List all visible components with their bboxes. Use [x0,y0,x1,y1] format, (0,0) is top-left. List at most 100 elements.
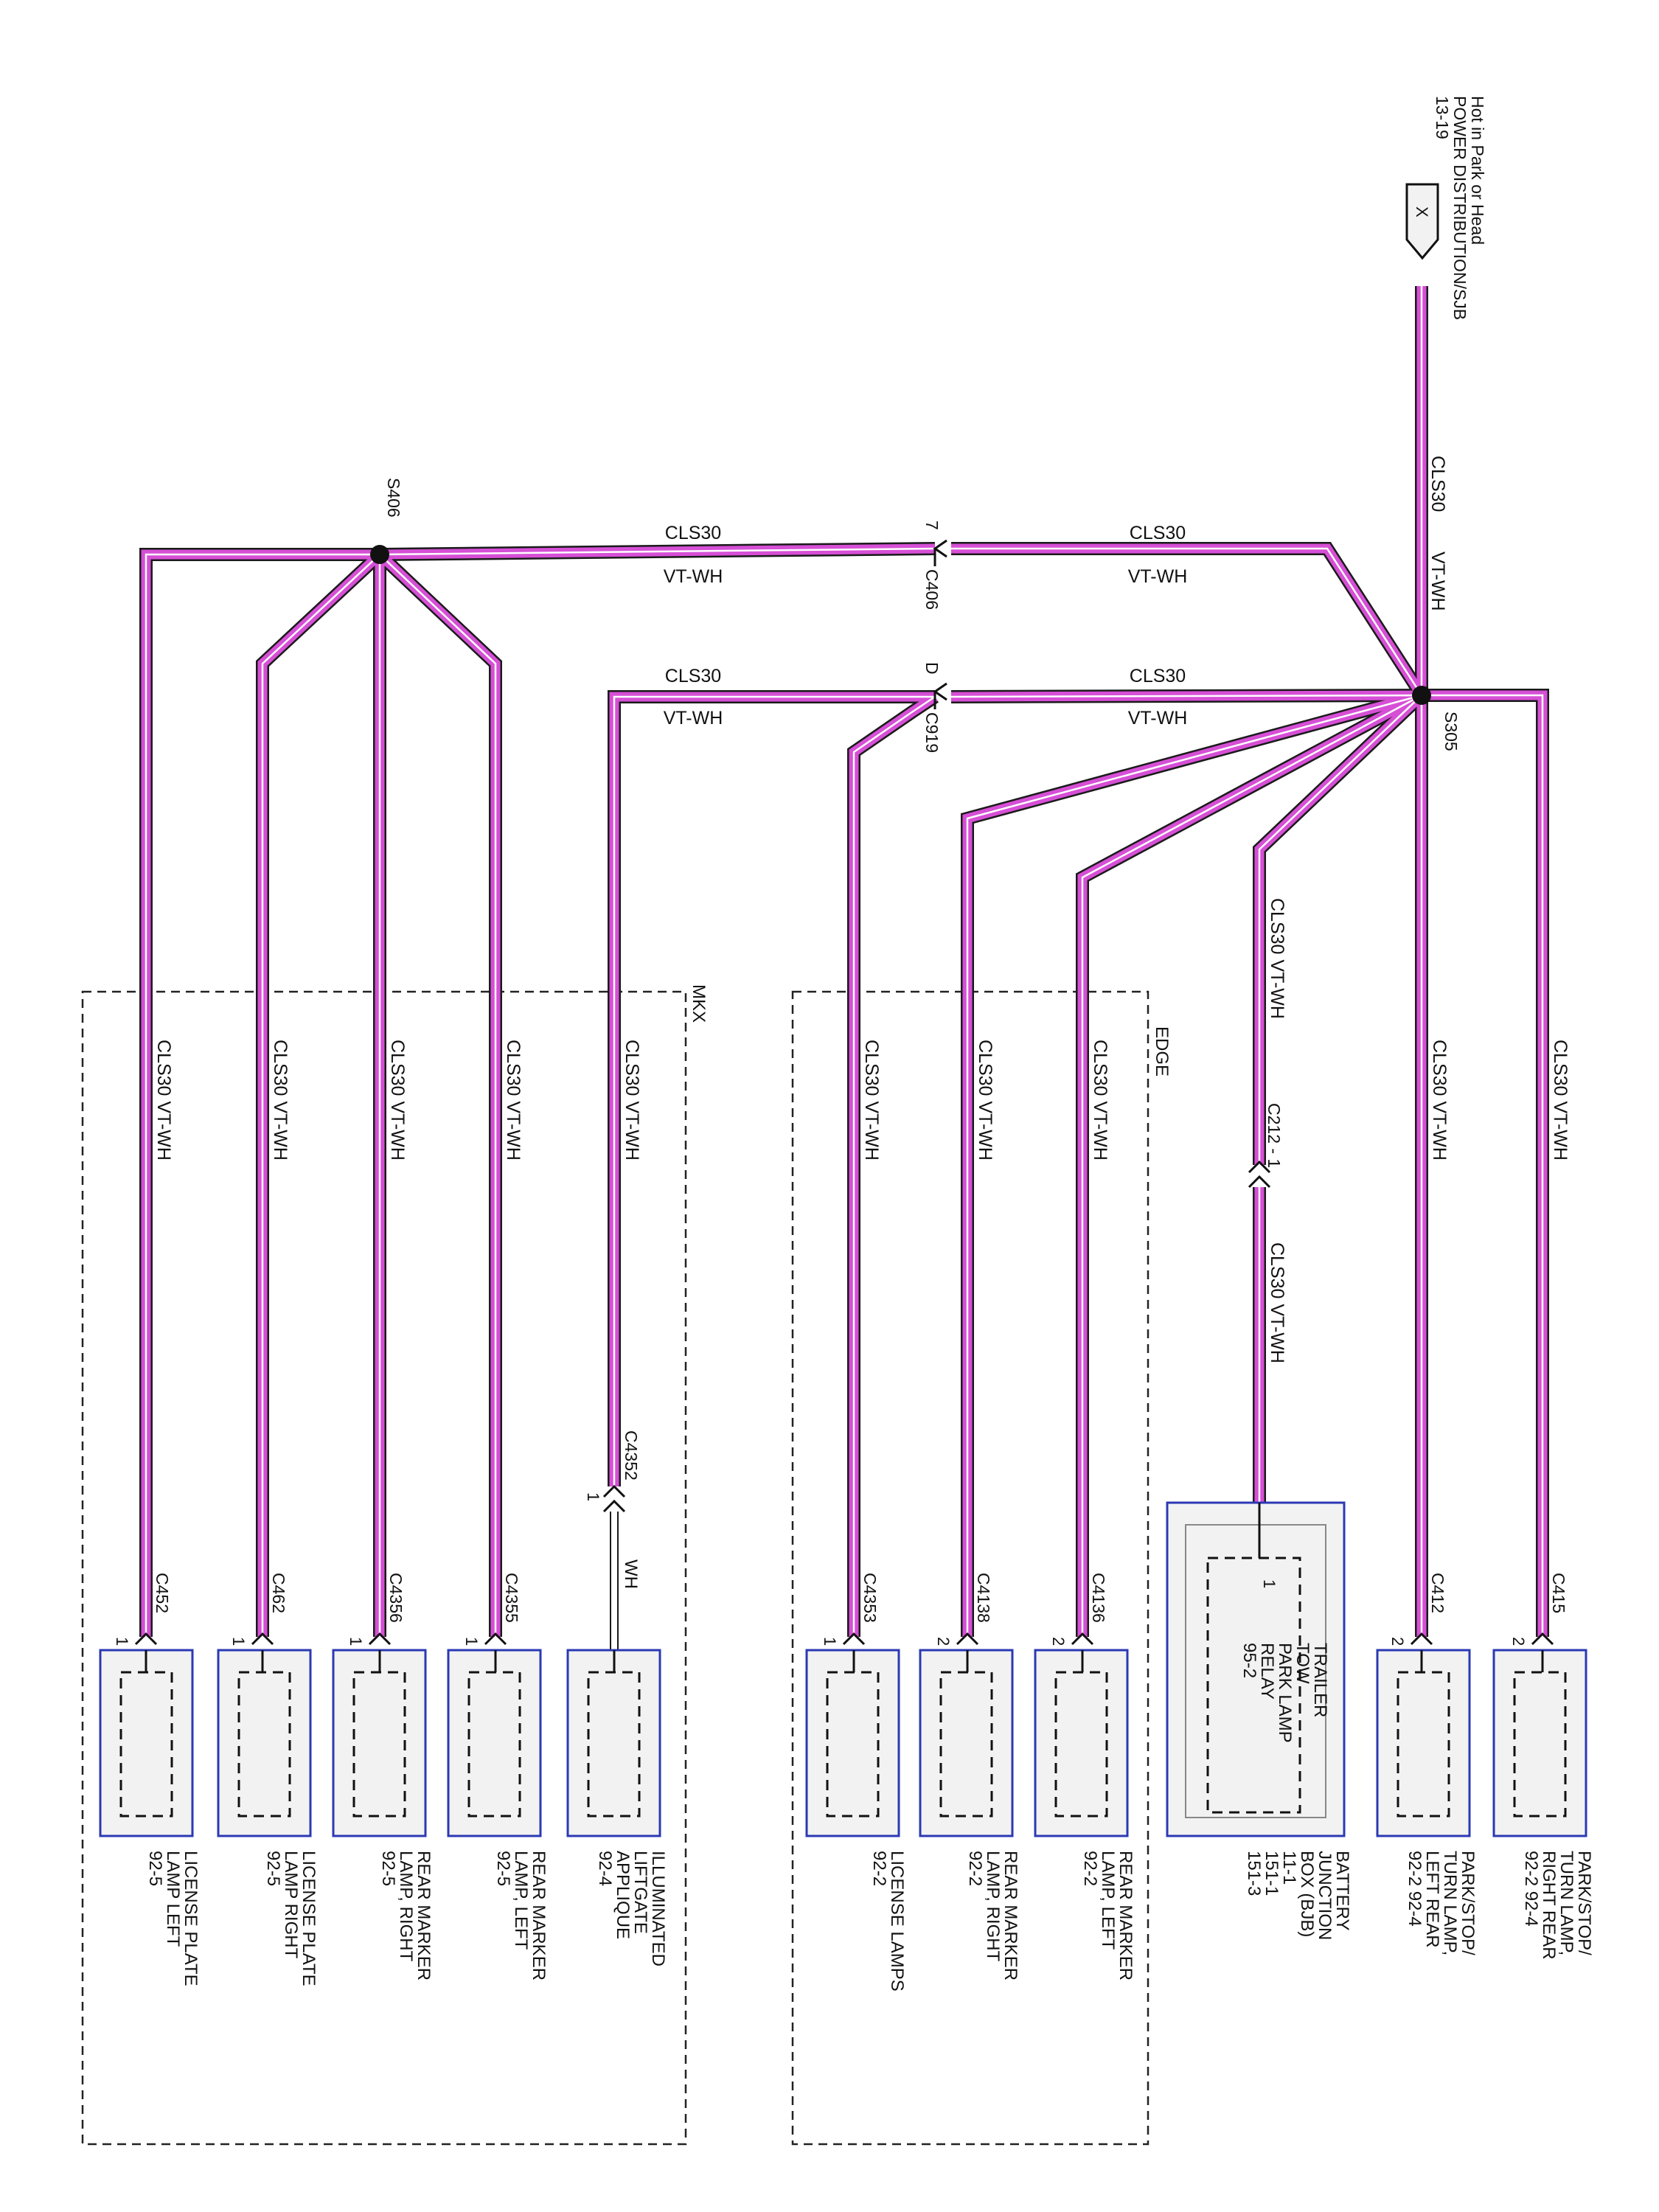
connector-c4352 [602,1484,626,1513]
component-label-line: 92-2 92-4 [1521,1851,1541,1927]
source-line-1: Hot in Park or Head [1468,96,1487,245]
vertical-wire-label: CLS30 VT-WH [1090,1040,1110,1161]
component-label-line: LAMP, LEFT [511,1851,531,1950]
component-label-line: APPLIQUE [613,1851,633,1939]
wire-label-source-circuit: CLS30 [1427,456,1448,512]
connector-label: C4355 [502,1573,521,1623]
component-label-line: LAMP RIGHT [281,1851,301,1959]
connector-label: C4136 [1089,1573,1108,1623]
component-label-line: JUNCTION [1315,1851,1335,1940]
component-body [566,1649,661,1837]
component-body [1492,1649,1587,1837]
vertical-wire-label-c212: CLS30 VT-WH [1267,1242,1287,1363]
splice-s406-label: S406 [384,478,403,518]
wire-s305-to-rml-edge-outer [1076,689,1425,1637]
connector-label: C462 [269,1573,288,1613]
component-label-line: LAMP LEFT [163,1851,183,1947]
component-label-line: 92-5 [263,1851,283,1886]
wire-c406-to-s406-core [379,547,936,556]
component-body [99,1649,194,1837]
connector-fork-icon [842,1632,866,1646]
wire-s305-to-prr-mid [1422,690,1548,1637]
wire-c919-to-license-edge-core [852,695,936,1637]
connector-pin: 1 [821,1637,839,1646]
connector-c406 [933,539,947,566]
connector-fork-icon [1410,1632,1433,1646]
wh-wire-label: WH [621,1559,641,1589]
relay-label-line: 95-2 [1239,1643,1259,1678]
component-label-line: REAR MARKER [1116,1851,1135,1980]
component-label-line: LAMP, RIGHT [396,1851,416,1962]
relay-outline [1206,1557,1301,1814]
component-inner [237,1671,291,1818]
wire-s305-to-prr-core [1422,694,1544,1637]
component-label-line: LICENSE PLATE [299,1851,319,1986]
component-label-line: ILLUMINATED [648,1851,668,1966]
mkx-group-label: MKX [689,984,709,1023]
connector-fork-icon [251,1632,274,1646]
wire-label-source-color: VT-WH [1427,552,1448,611]
splice-s305 [1412,686,1431,705]
component-inner-frame [1185,1524,1326,1818]
component-label-line: BOX (BJB) [1297,1851,1317,1937]
wire-s305-to-rmr-edge-core [966,694,1422,1637]
relay-label-line: PARK LAMP [1275,1643,1295,1743]
component-label-line: LICENSE PLATE [181,1851,201,1986]
wire-s305-to-c406-core [951,547,1423,696]
source-pin-label: X [1413,206,1431,218]
wire-label-c406-left-color: VT-WH [664,566,723,587]
wire-c919-to-license-edge-outer [847,691,939,1637]
wire-s305-to-bjb-core [1258,695,1422,1165]
wire-s305-to-rml-edge-core [1081,694,1422,1637]
wire-s406-to-lpl-core [145,553,380,1637]
connector-pin: 1 [113,1637,131,1646]
vertical-wire-label: CLS30 VT-WH [1267,898,1287,1019]
splice-s305-label: S305 [1441,712,1461,751]
component-label-line: 92-2 92-4 [1405,1851,1425,1927]
component-label-line: 11-1 [1279,1851,1299,1885]
connector-pin: 1 [462,1637,481,1646]
connector-pin: 2 [1049,1637,1068,1646]
connector-c4352-label: C4352 [622,1430,641,1481]
connector-c406-pin: 7 [922,521,942,530]
connector-c212-label: C212 - 1 [1265,1103,1284,1168]
vertical-wire-label: CLS30 VT-WH [1429,1040,1450,1161]
wire-label-c406-right-circuit: CLS30 [1130,523,1186,543]
component-label-line: LAMP, LEFT [1098,1851,1118,1950]
component-label-line: REAR MARKER [529,1851,549,1980]
connector-label: C4138 [974,1573,993,1623]
component-label-line: PARK/STOP/ [1574,1851,1594,1955]
component-label-line: PARK/STOP/ [1458,1851,1478,1955]
component-label-line: 92-5 [493,1851,513,1886]
wire-label-c919-left-circuit: CLS30 [665,666,721,686]
component-label-line: REAR MARKER [1001,1851,1020,1980]
connector-label: C452 [153,1573,172,1613]
component-label-line: REAR MARKER [414,1851,434,1980]
connector-fork-icon [134,1632,158,1646]
component-label-line: 151-3 [1244,1851,1264,1896]
wire-label-c919-right-color: VT-WH [1128,708,1188,728]
component-label-line: LAMP, RIGHT [983,1851,1003,1962]
source-line-2: POWER DISTRIBUTION/SJB [1450,96,1470,320]
component-label-line: 92-5 [378,1851,398,1886]
connector-label: C415 [1549,1573,1568,1613]
connector-pin: 2 [1388,1637,1407,1646]
component-body [1166,1501,1346,1837]
component-label-line: 151-1 [1262,1851,1281,1896]
splice-s406 [370,545,389,564]
component-body [217,1649,312,1837]
vertical-wire-label: CLS30 VT-WH [622,1040,642,1161]
connector-c212 [1248,1160,1271,1189]
wire-network [139,286,1549,1637]
component-body [447,1649,542,1837]
connector-label: C412 [1428,1573,1447,1613]
